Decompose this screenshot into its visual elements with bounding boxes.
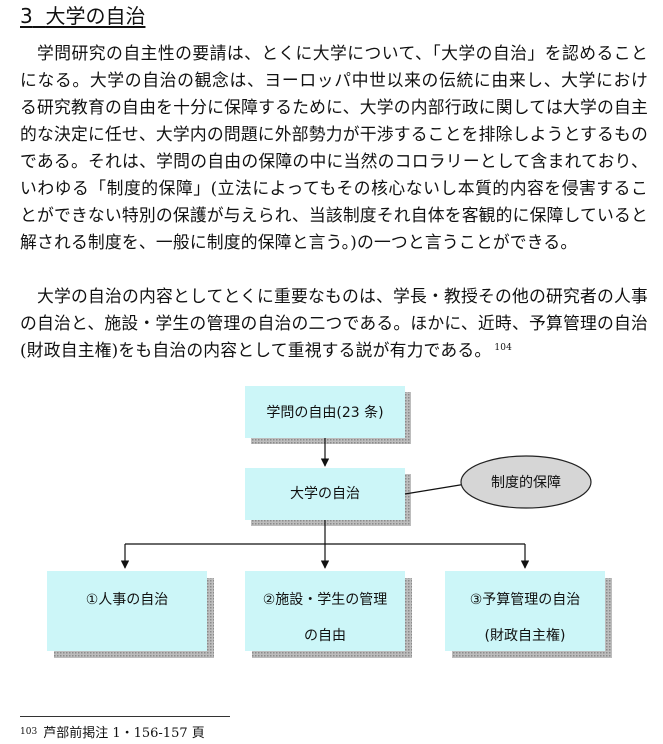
footnote-ref: 104	[494, 343, 513, 353]
child-box-2-line2: の自由	[304, 628, 346, 644]
ellipse-label: 制度的保障	[491, 475, 561, 491]
paragraph-1-text: 学問研究の自主性の要請は、とくに大学について、「大学の自治」を認めることになる。…	[20, 43, 648, 252]
middle-box-rect	[245, 468, 405, 520]
paragraph-2-text: 大学の自治の内容としてとくに重要なものは、学長・教授その他の研究者の人事の自治と…	[20, 286, 648, 360]
child-box-1-line1: ①人事の自治	[86, 592, 169, 608]
child-box-2-rect	[245, 571, 405, 651]
paragraph-1: 学問研究の自主性の要請は、とくに大学について、「大学の自治」を認めることになる。…	[20, 40, 648, 256]
section-number: 3	[20, 4, 33, 28]
footnote-rule	[20, 716, 230, 717]
root-box-label: 学問の自由(23 条)	[266, 404, 383, 421]
section-title: 大学の自治	[45, 4, 146, 28]
root-box-rect	[245, 386, 405, 438]
child-box-3: ③予算管理の自治 (財政自主権)	[445, 571, 612, 658]
footnote-text: 芦部前掲注 1・156-157 頁	[43, 726, 205, 741]
child-box-1: ①人事の自治	[47, 571, 214, 658]
child-box-2-line1: ②施設・学生の管理	[263, 592, 388, 608]
child-box-3-line1: ③予算管理の自治	[470, 592, 581, 608]
ellipse-node: 制度的保障	[460, 455, 592, 509]
child-box-3-line2: (財政自主権)	[485, 627, 566, 644]
middle-box: 大学の自治	[245, 468, 411, 526]
root-box: 学問の自由(23 条)	[245, 386, 411, 444]
ellipse-connector	[404, 483, 467, 495]
footnote-number: 103	[20, 727, 38, 737]
diagram: 学問の自由(23 条) 大学の自治 制度的保障 ①人事の自治 ②施設・学生の管理…	[47, 386, 612, 658]
child-box-3-rect	[445, 571, 605, 651]
ellipse-shape	[460, 455, 592, 509]
footnote: 103 芦部前掲注 1・156-157 頁	[20, 722, 205, 741]
middle-box-label: 大学の自治	[290, 486, 360, 502]
section-heading: 3 大学の自治	[20, 2, 145, 30]
paragraph-2: 大学の自治の内容としてとくに重要なものは、学長・教授その他の研究者の人事の自治と…	[20, 283, 648, 364]
child-box-1-rect	[47, 571, 207, 651]
child-box-2: ②施設・学生の管理 の自由	[245, 571, 412, 658]
